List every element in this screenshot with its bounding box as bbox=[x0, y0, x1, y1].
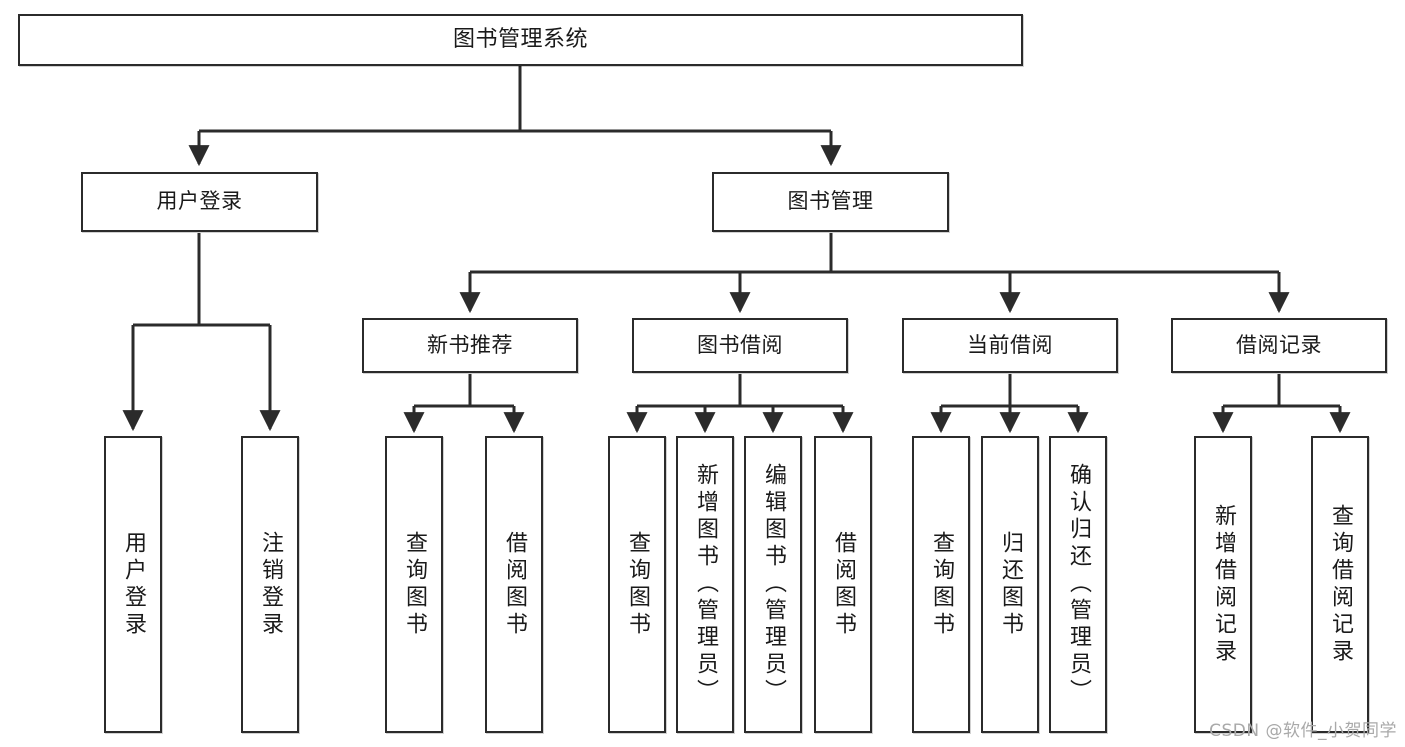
node-label: 图书管理系统 bbox=[452, 26, 588, 52]
node-label: 用户登录 bbox=[121, 530, 146, 639]
node-book-borrow[interactable]: 图书借阅 bbox=[632, 318, 848, 373]
leaf-add-book-admin[interactable]: 新增图书（管理员） bbox=[676, 436, 734, 733]
node-label: 注销登录 bbox=[258, 530, 283, 639]
node-borrow-record[interactable]: 借阅记录 bbox=[1171, 318, 1387, 373]
leaf-borrow-book-recommend[interactable]: 借阅图书 bbox=[485, 436, 543, 733]
node-label: 查询图书 bbox=[402, 530, 427, 639]
node-label: 新书推荐 bbox=[427, 332, 513, 357]
node-label: 借阅图书 bbox=[831, 530, 856, 639]
leaf-borrow-book[interactable]: 借阅图书 bbox=[814, 436, 872, 733]
leaf-edit-book-admin[interactable]: 编辑图书（管理员） bbox=[744, 436, 802, 733]
leaf-return-book[interactable]: 归还图书 bbox=[981, 436, 1039, 733]
node-label: 图书借阅 bbox=[697, 332, 783, 357]
leaf-query-book-current[interactable]: 查询图书 bbox=[912, 436, 970, 733]
node-label: 编辑图书（管理员） bbox=[761, 463, 786, 706]
node-label: 借阅记录 bbox=[1236, 332, 1322, 357]
leaf-query-book-borrow[interactable]: 查询图书 bbox=[608, 436, 666, 733]
node-label: 查询图书 bbox=[929, 530, 954, 639]
node-new-book-recommend[interactable]: 新书推荐 bbox=[362, 318, 578, 373]
node-label: 查询图书 bbox=[625, 530, 650, 639]
leaf-confirm-return-admin[interactable]: 确认归还（管理员） bbox=[1049, 436, 1107, 733]
node-label: 图书管理 bbox=[787, 189, 874, 214]
leaf-logout-login[interactable]: 注销登录 bbox=[241, 436, 299, 733]
node-user-login[interactable]: 用户登录 bbox=[81, 172, 318, 232]
node-current-borrow[interactable]: 当前借阅 bbox=[902, 318, 1118, 373]
leaf-query-borrow-record[interactable]: 查询借阅记录 bbox=[1311, 436, 1369, 733]
node-label: 当前借阅 bbox=[967, 332, 1053, 357]
node-label: 用户登录 bbox=[156, 189, 243, 214]
leaf-add-borrow-record[interactable]: 新增借阅记录 bbox=[1194, 436, 1252, 733]
leaf-user-login[interactable]: 用户登录 bbox=[104, 436, 162, 733]
node-label: 归还图书 bbox=[998, 530, 1023, 639]
leaf-query-book-recommend[interactable]: 查询图书 bbox=[385, 436, 443, 733]
watermark: CSDN @软件_小贺同学 bbox=[1209, 721, 1397, 741]
node-label: 新增图书（管理员） bbox=[693, 463, 718, 706]
node-book-management[interactable]: 图书管理 bbox=[712, 172, 949, 232]
node-root-system[interactable]: 图书管理系统 bbox=[18, 14, 1023, 66]
node-label: 查询借阅记录 bbox=[1328, 503, 1353, 666]
node-label: 借阅图书 bbox=[502, 530, 527, 639]
node-label: 新增借阅记录 bbox=[1211, 503, 1236, 666]
node-label: 确认归还（管理员） bbox=[1066, 463, 1091, 706]
